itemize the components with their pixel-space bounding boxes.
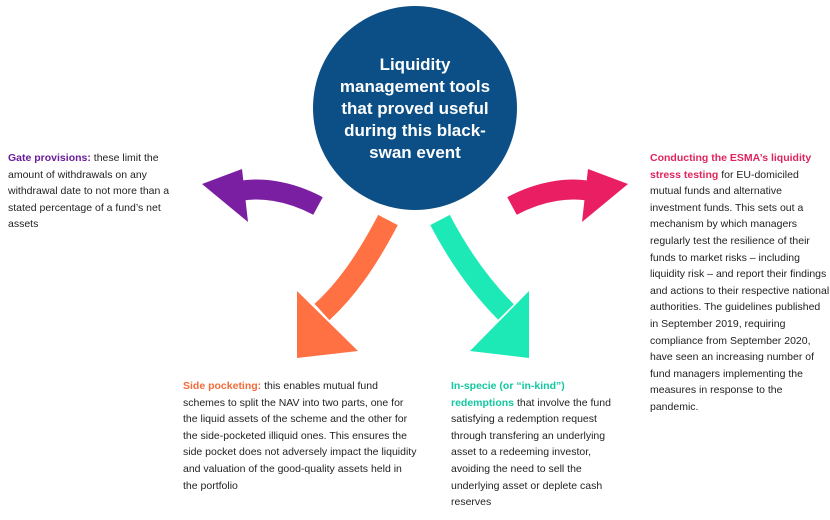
arrow-side-shaft bbox=[314, 214, 398, 321]
esma-stress-testing-body: for EU-domiciled mutual funds and altern… bbox=[650, 168, 830, 413]
arrow-in-specie bbox=[430, 214, 529, 358]
in-specie-heading: In-specie (or “in-kind”) redemptions bbox=[451, 380, 565, 409]
arrow-esma bbox=[507, 169, 628, 222]
gate-provisions-body: these limit the amount of withdrawals on… bbox=[8, 152, 170, 231]
arrow-side-pocketing bbox=[297, 214, 398, 358]
side-pocketing-block: Side pocketing: this enables mutual fund… bbox=[183, 378, 418, 494]
gate-provisions-heading: Gate provisions: bbox=[8, 152, 94, 164]
esma-stress-testing-block: Conducting the ESMA’s liquidity stress t… bbox=[650, 150, 830, 416]
arrow-esma-head bbox=[582, 169, 628, 222]
arrow-inspecie-shaft bbox=[430, 214, 514, 320]
side-pocketing-heading: Side pocketing: bbox=[183, 380, 265, 392]
arrow-gate-head bbox=[202, 169, 248, 222]
side-pocketing-body: this enables mutual fund schemes to spli… bbox=[183, 380, 417, 492]
in-specie-body: that involve the fund satisfying a redem… bbox=[451, 396, 611, 509]
gate-provisions-block: Gate provisions: these limit the amount … bbox=[8, 150, 188, 233]
esma-stress-testing-heading: Conducting the ESMA’s liquidity stress t… bbox=[650, 152, 812, 181]
center-title: Liquidity management tools that proved u… bbox=[339, 55, 491, 162]
in-specie-block: In-specie (or “in-kind”) redemptions tha… bbox=[451, 378, 629, 511]
arrow-side-head bbox=[297, 291, 358, 358]
arrow-inspecie-head bbox=[470, 291, 529, 358]
arrow-gate bbox=[202, 169, 323, 222]
center-circle: Liquidity management tools that proved u… bbox=[313, 6, 517, 210]
